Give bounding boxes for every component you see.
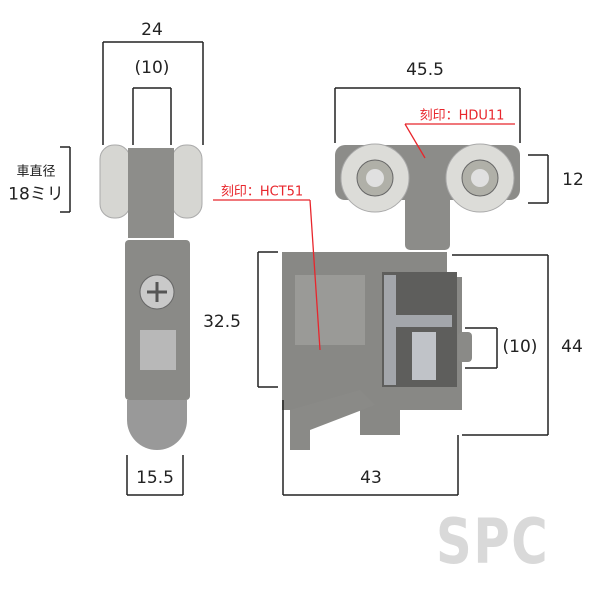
- side-view-roller: [99, 144, 203, 450]
- side-inner-label: (10): [134, 58, 170, 78]
- bottom-width-label: 15.5: [136, 468, 174, 488]
- dimension-lines: [60, 41, 549, 496]
- body-width-label: 43: [360, 468, 382, 488]
- wheel-diameter-value: 18ミリ: [8, 184, 64, 205]
- body-height-label: 32.5: [203, 312, 241, 332]
- top-roller-marking: 刻印：HDU11: [419, 108, 505, 124]
- wheel-diameter-label: 車直径: [16, 164, 56, 180]
- wheel-height-label: 12: [562, 170, 584, 190]
- front-width-label: 45.5: [406, 60, 444, 80]
- total-height-label: 44: [561, 337, 583, 357]
- side-width-label: 24: [141, 20, 163, 40]
- front-view-roller: [282, 143, 520, 450]
- adjust-range-label: (10): [502, 337, 538, 357]
- body-marking: 刻印：HCT51: [220, 184, 304, 200]
- marking-leaders: [213, 123, 515, 351]
- spc-watermark: SPC: [436, 505, 550, 578]
